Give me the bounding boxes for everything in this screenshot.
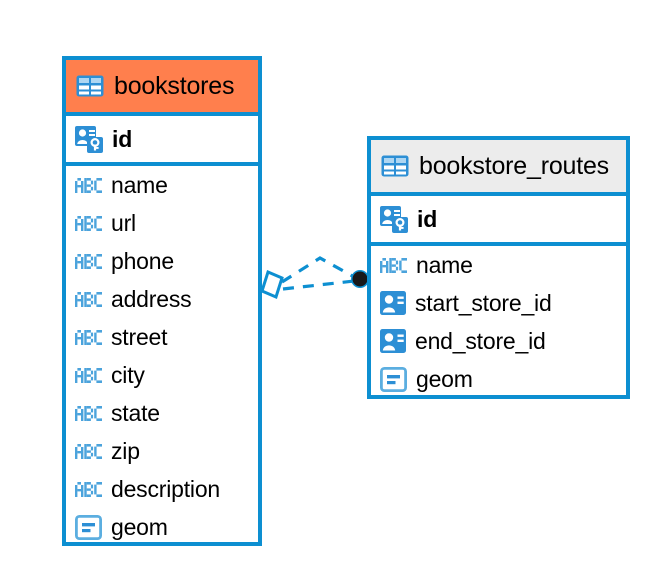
entity-title: bookstore_routes xyxy=(419,151,609,180)
field-row-phone[interactable]: phone xyxy=(66,242,258,280)
key-separator xyxy=(66,162,258,166)
field-label: start_store_id xyxy=(415,289,552,316)
field-row-zip[interactable]: zip xyxy=(66,432,258,470)
field-row-name[interactable]: name xyxy=(66,166,258,204)
field-label: name xyxy=(416,251,473,278)
abc-text-icon xyxy=(75,291,102,307)
abc-text-icon xyxy=(75,253,102,269)
field-label: id xyxy=(112,125,133,152)
header-separator xyxy=(371,192,626,196)
field-label: state xyxy=(111,399,160,426)
field-label: geom xyxy=(111,513,168,540)
field-row-description[interactable]: description xyxy=(66,470,258,508)
field-label: description xyxy=(111,475,221,502)
entity-bookstores[interactable]: bookstores id xyxy=(62,56,262,546)
table-icon xyxy=(76,75,104,97)
field-label: zip xyxy=(111,437,140,464)
primary-key-icon xyxy=(75,125,103,153)
abc-text-icon xyxy=(75,329,102,345)
field-list-bookstores: name u xyxy=(66,166,258,546)
field-row-start-store-id[interactable]: start_store_id xyxy=(371,284,626,322)
field-label: geom xyxy=(416,365,473,392)
entity-header-bookstores[interactable]: bookstores xyxy=(66,60,258,112)
field-label: name xyxy=(111,171,168,198)
abc-text-icon xyxy=(75,215,102,231)
field-row-name[interactable]: name xyxy=(371,246,626,284)
entity-bookstore-routes[interactable]: bookstore_routes id xyxy=(367,136,630,399)
field-row-url[interactable]: url xyxy=(66,204,258,242)
open-diamond-marker xyxy=(260,269,284,300)
field-row-geom[interactable]: geom xyxy=(66,508,258,546)
field-label: city xyxy=(111,361,145,388)
field-label: id xyxy=(417,205,438,232)
filled-circle-marker xyxy=(352,271,368,287)
table-icon xyxy=(381,155,409,177)
header-separator xyxy=(66,112,258,116)
field-row-id[interactable]: id xyxy=(66,116,258,162)
field-label: url xyxy=(111,209,136,236)
abc-text-icon xyxy=(75,367,102,383)
key-separator xyxy=(371,242,626,246)
field-row-geom[interactable]: geom xyxy=(371,360,626,398)
field-row-street[interactable]: street xyxy=(66,318,258,356)
field-label: end_store_id xyxy=(415,327,546,354)
relationship-line-upper xyxy=(281,256,357,284)
abc-text-icon xyxy=(75,443,102,459)
abc-text-icon xyxy=(75,481,102,497)
id-card-icon xyxy=(380,329,406,353)
field-label: address xyxy=(111,285,192,312)
id-card-icon xyxy=(380,291,406,315)
entity-header-bookstore-routes[interactable]: bookstore_routes xyxy=(371,140,626,192)
abc-text-icon xyxy=(75,177,102,193)
field-row-state[interactable]: state xyxy=(66,394,258,432)
field-list-bookstore-routes: name start_store_id xyxy=(371,246,626,398)
field-label: phone xyxy=(111,247,174,274)
abc-text-icon xyxy=(75,405,102,421)
field-row-end-store-id[interactable]: end_store_id xyxy=(371,322,626,360)
abc-text-icon xyxy=(380,257,407,273)
field-label: street xyxy=(111,323,168,350)
field-row-city[interactable]: city xyxy=(66,356,258,394)
primary-key-icon xyxy=(380,205,408,233)
field-row-address[interactable]: address xyxy=(66,280,258,318)
geometry-icon xyxy=(380,366,407,392)
field-row-id[interactable]: id xyxy=(371,196,626,242)
entity-title: bookstores xyxy=(114,71,235,100)
geometry-icon xyxy=(75,514,102,540)
relationship-line-lower xyxy=(282,279,355,291)
